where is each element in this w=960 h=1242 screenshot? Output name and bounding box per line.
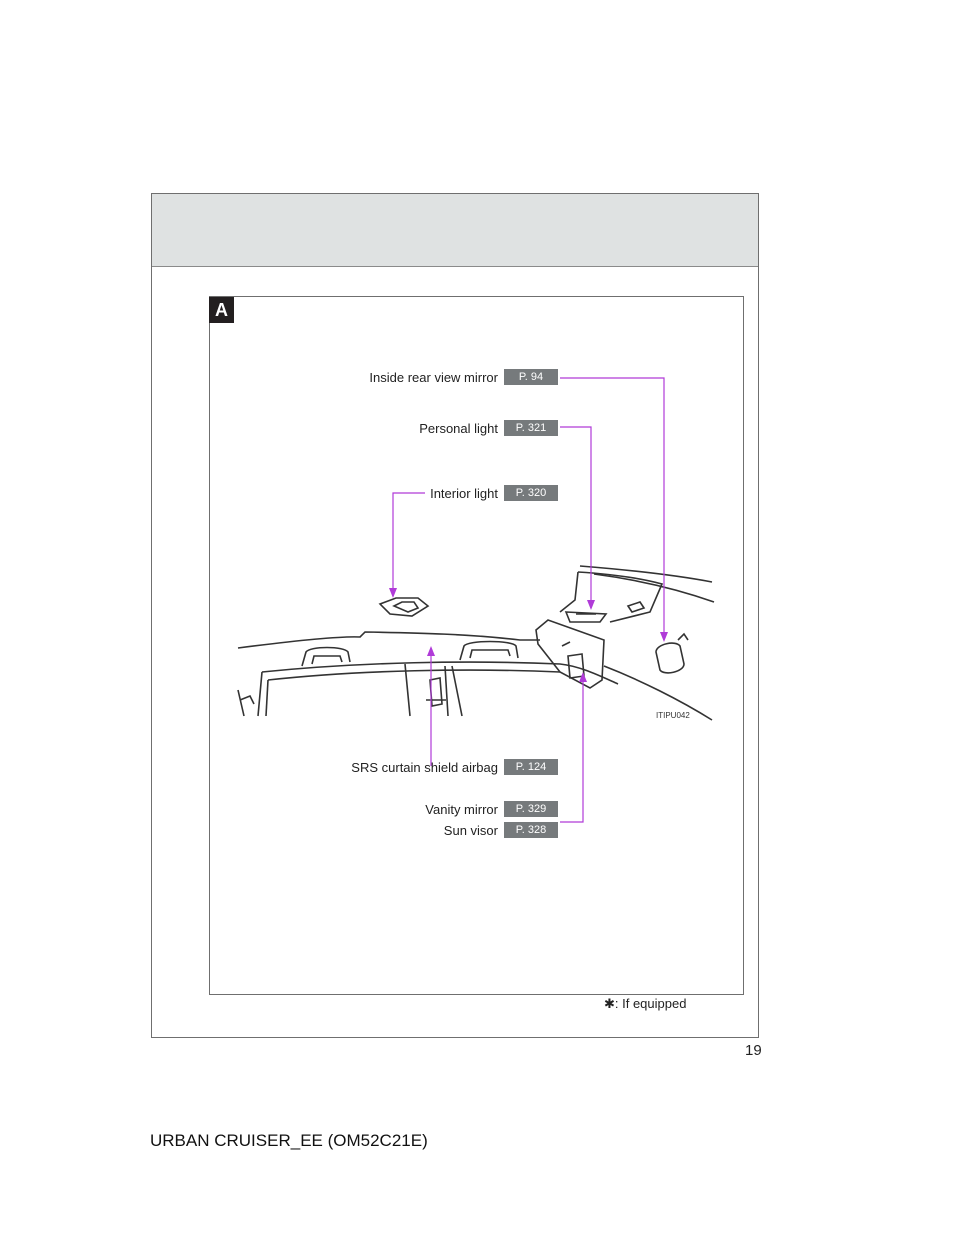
if-equipped-note: ✱: If equipped: [604, 996, 687, 1011]
callout-label: Vanity mirror: [425, 801, 498, 817]
header-band: [152, 194, 758, 267]
page-ref-badge[interactable]: P. 124: [504, 759, 558, 775]
callout-label: Sun visor: [443, 822, 498, 838]
figure-code: ITIPU042: [656, 711, 690, 720]
callout-personal-light: Personal light P. 321: [300, 420, 558, 436]
figure-box: A: [209, 296, 744, 995]
manual-page-frame: A: [151, 193, 759, 1038]
page-ref-badge[interactable]: P. 94: [504, 369, 558, 385]
callout-interior-light: Interior light P. 320: [300, 485, 558, 501]
callout-label: Inside rear view mirror: [369, 369, 498, 385]
leader-lines: [389, 377, 668, 823]
callout-label: SRS curtain shield airbag: [351, 759, 498, 775]
arrowhead-srs-airbag: [427, 646, 435, 656]
callout-inside-rear-view-mirror: Inside rear view mirror P. 94: [300, 369, 558, 385]
page-ref-badge[interactable]: P. 329: [504, 801, 558, 817]
callout-srs-curtain-shield-airbag: SRS curtain shield airbag P. 124: [300, 759, 558, 775]
callout-vanity-mirror: Vanity mirror P. 329: [300, 801, 558, 817]
page-ref-badge[interactable]: P. 321: [504, 420, 558, 436]
leader-line-interior-light: [392, 492, 425, 596]
page-ref-badge[interactable]: P. 320: [504, 485, 558, 501]
arrowhead-sun-visor: [579, 672, 587, 682]
page-ref-badge[interactable]: P. 328: [504, 822, 558, 838]
leader-line-sun-visor: [560, 676, 584, 823]
arrowhead-personal-light: [587, 600, 595, 610]
page-number: 19: [745, 1042, 762, 1059]
arrowhead-rear-view-mirror: [660, 632, 668, 642]
section-badge: A: [209, 297, 234, 323]
arrowhead-interior-light: [389, 588, 397, 598]
leader-line-personal-light: [560, 426, 592, 608]
callout-sun-visor: Sun visor P. 328: [300, 822, 558, 838]
callout-label: Personal light: [419, 420, 498, 436]
leader-line-rear-view-mirror: [560, 377, 665, 640]
footer-model-code: URBAN CRUISER_EE (OM52C21E): [150, 1131, 428, 1150]
callout-label: Interior light: [430, 485, 498, 501]
ceiling-illustration: [237, 565, 715, 721]
